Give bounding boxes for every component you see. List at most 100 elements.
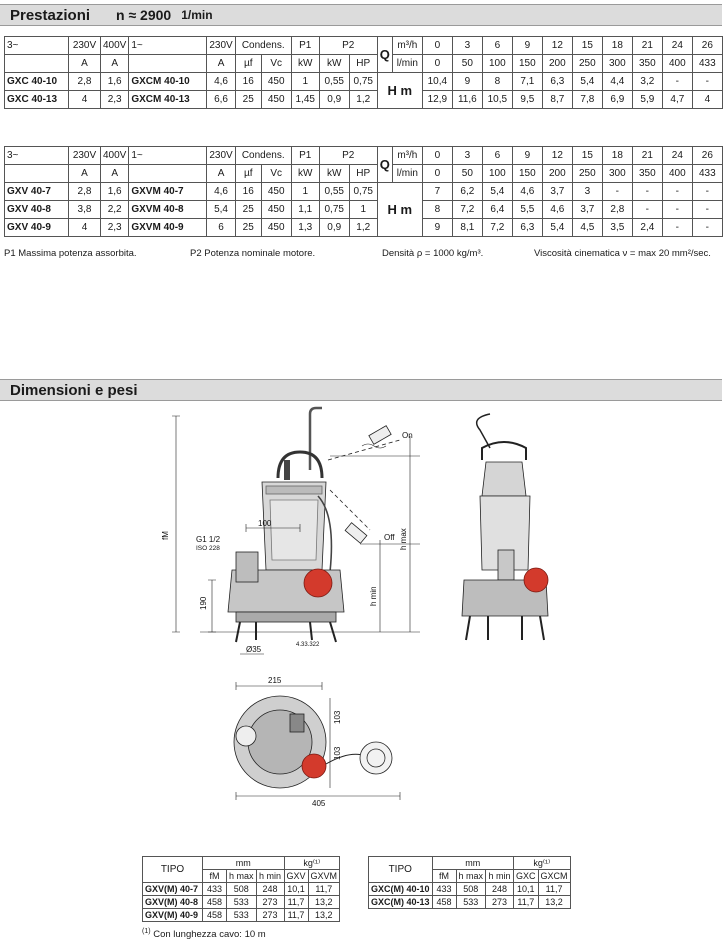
label-iso-small: 4.33.322 — [296, 642, 320, 648]
note-p1: P1 Massima potenza assorbita. — [4, 248, 137, 259]
cell-p1: 1 — [290, 72, 320, 91]
cell-h: - — [691, 200, 723, 219]
prestazioni-title: Prestazioni — [10, 6, 91, 24]
dims-tipo: TIPO — [368, 856, 433, 883]
cell-a230: 4 — [68, 218, 101, 237]
model-3ph: GXV 40-8 — [4, 200, 69, 219]
h-lmin: l/min — [391, 164, 423, 183]
note-viscosity: Viscosità cinematica ν = max 20 mm²/sec. — [534, 248, 711, 259]
q-lmin-6: 300 — [601, 54, 633, 73]
cell-h: 4,7 — [661, 90, 693, 109]
cell-vc: 450 — [260, 200, 292, 219]
h-phase3: 3~ — [4, 146, 69, 165]
q-m3h-0: 0 — [421, 36, 453, 55]
pump-side-view — [461, 413, 549, 641]
pump-top-view — [233, 695, 393, 789]
dims-k2: 13,2 — [307, 895, 341, 909]
cell-p2hp: 1 — [348, 200, 378, 219]
cell-h: 5,9 — [631, 90, 663, 109]
label-hmax: h max — [399, 528, 408, 550]
u-a3: A — [206, 54, 236, 73]
q-m3h-0: 0 — [421, 146, 453, 165]
label-103a: 103 — [333, 710, 342, 724]
cell-a: 5,4 — [206, 200, 236, 219]
performance-notes: P1 Massima potenza assorbita. P2 Potenza… — [4, 248, 720, 262]
cell-a: 4,6 — [206, 182, 236, 201]
dims-fm: 433 — [202, 882, 227, 896]
q-m3h-6: 18 — [601, 36, 633, 55]
cell-p2kw: 0,9 — [318, 90, 350, 109]
footnote-mark: (1) — [142, 928, 151, 935]
cell-h: 6,9 — [601, 90, 633, 109]
dims-mm: mm — [431, 856, 515, 870]
q-m3h-7: 21 — [631, 146, 663, 165]
cell-h: - — [691, 182, 723, 201]
cell-h: 12,9 — [421, 90, 453, 109]
dims-h-hmax: h max — [455, 869, 487, 883]
dimensioni-title: Dimensioni e pesi — [10, 381, 138, 399]
cell-h: - — [601, 182, 633, 201]
cell-p2kw: 0,75 — [318, 200, 350, 219]
cell-p2hp: 1,2 — [348, 218, 378, 237]
cell-h: 5,4 — [541, 218, 573, 237]
label-103b: 103 — [333, 746, 342, 760]
label-d35: Ø35 — [246, 645, 262, 654]
table-row: GXV 40-9 4 2,3 GXVM 40-9 6 25 450 1,3 0,… — [4, 218, 723, 237]
cell-h: 4,5 — [571, 218, 603, 237]
h-230v-b: 230V — [206, 146, 236, 165]
cell-p2kw: 0,55 — [318, 72, 350, 91]
cell-a: 6 — [206, 218, 236, 237]
cell-h: 3 — [571, 182, 603, 201]
u-hp: HP — [348, 54, 378, 73]
performance-table-gxc: 3~ 230V 400V 1~ 230V Condens. P1 P2 Q m³… — [4, 36, 723, 109]
cell-h: 7 — [421, 182, 453, 201]
dims-h-fm: fM — [202, 869, 227, 883]
q-m3h-3: 9 — [511, 146, 543, 165]
cell-h: 2,4 — [631, 218, 663, 237]
h-230v-b: 230V — [206, 36, 236, 55]
q-lmin-8: 400 — [661, 164, 693, 183]
cell-h: 4 — [691, 90, 723, 109]
dims-hmin: 273 — [255, 895, 285, 909]
q-lmin-6: 300 — [601, 164, 633, 183]
dims-hmin: 273 — [255, 908, 285, 922]
cell-h: 8,1 — [451, 218, 483, 237]
label-100: 100 — [258, 519, 272, 528]
cell-h: 3,2 — [631, 72, 663, 91]
dims-k2: 13,2 — [307, 908, 341, 922]
cell-uf: 25 — [234, 200, 262, 219]
dims-type: GXV(M) 40-9 — [142, 908, 203, 922]
q-m3h-8: 24 — [661, 146, 693, 165]
footnote-text: Con lunghezza cavo: 10 m — [153, 929, 266, 941]
q-lmin-5: 250 — [571, 54, 603, 73]
model-3ph: GXC 40-13 — [4, 90, 69, 109]
cell-h: 6,3 — [511, 218, 543, 237]
dims-hmax: 508 — [455, 882, 487, 896]
speed-label: n ≈ 2900 — [116, 7, 172, 23]
cell-vc: 450 — [260, 218, 292, 237]
cell-p1: 1,1 — [290, 200, 320, 219]
u-a1: A — [68, 54, 101, 73]
q-m3h-9: 26 — [691, 36, 723, 55]
q-lmin-7: 350 — [631, 164, 663, 183]
dims-fm: 433 — [431, 882, 457, 896]
dims-k1: 11,7 — [283, 895, 309, 909]
label-off: Off — [384, 533, 395, 542]
u-a1: A — [68, 164, 101, 183]
cell-uf: 16 — [234, 182, 262, 201]
cell-a: 4,6 — [206, 72, 236, 91]
q-m3h-5: 15 — [571, 36, 603, 55]
footnote: (1) Con lunghezza cavo: 10 m — [142, 928, 266, 940]
dims-h-fm: fM — [431, 869, 457, 883]
cell-h: 3,5 — [601, 218, 633, 237]
h-q: Q — [376, 36, 393, 73]
cell-h: - — [661, 72, 693, 91]
cell-h: 7,1 — [511, 72, 543, 91]
u-vc: Vc — [260, 54, 292, 73]
dims-fm: 458 — [431, 895, 457, 909]
front-view-dimensions — [172, 415, 420, 655]
dims-k2: 13,2 — [537, 895, 571, 909]
u-kw2: kW — [318, 164, 350, 183]
table-row: GXC 40-13 4 2,3 GXCM 40-13 6,6 25 450 1,… — [4, 90, 723, 109]
cell-h: 4,6 — [541, 200, 573, 219]
